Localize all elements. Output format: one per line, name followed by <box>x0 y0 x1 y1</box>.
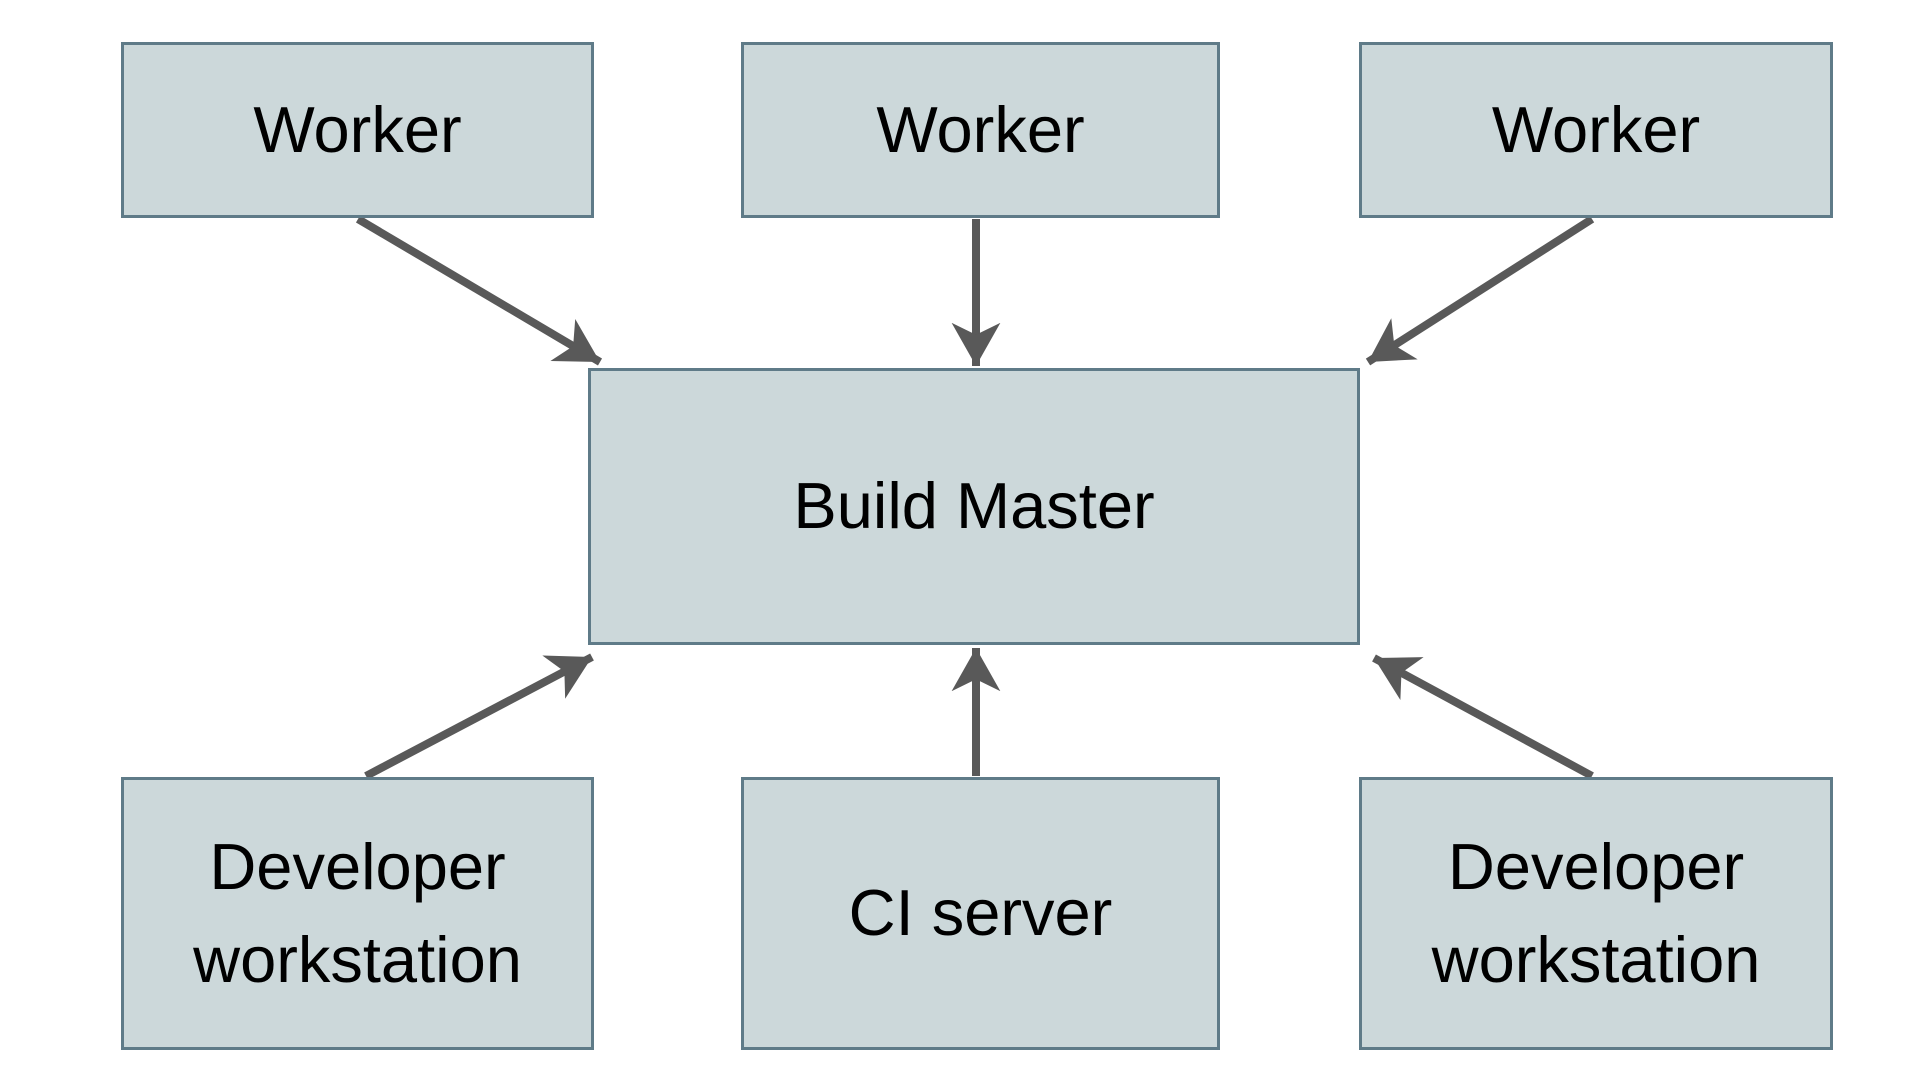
node-ci-server: CI server <box>741 777 1220 1050</box>
node-worker-1-label: Worker <box>253 92 462 166</box>
arrow-developer-workstation-left-to-build-master <box>364 653 594 780</box>
node-worker-2-label: Worker <box>876 92 1085 166</box>
node-build-master: Build Master <box>588 368 1360 645</box>
node-worker-3: Worker <box>1359 42 1833 218</box>
node-worker-3-label: Worker <box>1491 92 1701 166</box>
arrow-worker-1-to-build-master <box>355 215 603 366</box>
node-developer-workstation-right: Developer workstation <box>1359 777 1833 1050</box>
arrow-worker-3-to-build-master <box>1365 215 1595 366</box>
node-developer-workstation-right-label: Developer workstation <box>1431 830 1761 996</box>
arrow-developer-workstation-right-to-build-master <box>1372 654 1594 780</box>
node-ci-server-label: CI server <box>848 876 1113 950</box>
node-worker-1: Worker <box>121 42 594 218</box>
node-build-master-label: Build Master <box>793 469 1155 543</box>
node-worker-2: Worker <box>741 42 1220 218</box>
node-developer-workstation-left: Developer workstation <box>121 777 594 1050</box>
node-developer-workstation-left-label: Developer workstation <box>193 830 522 996</box>
